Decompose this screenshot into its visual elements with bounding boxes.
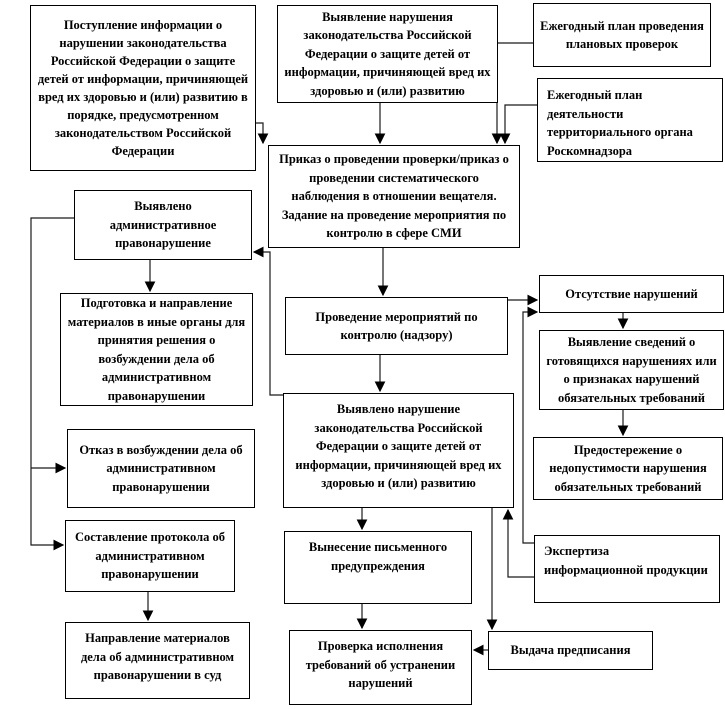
node-order: Приказ о проведении проверки/приказ о пр… bbox=[268, 145, 520, 248]
edge-incoming-info-to-order-arrow bbox=[255, 122, 269, 145]
node-no-violations: Отсутствие нарушений bbox=[539, 275, 724, 313]
node-control-activities: Проведение мероприятий по контролю (надз… bbox=[285, 297, 508, 355]
node-compliance-check: Проверка исполнения требований об устран… bbox=[289, 630, 472, 705]
edge-violation-found-to-admin-offense-arrow bbox=[252, 246, 283, 396]
edge-admin-offense-to-protocol-arrow bbox=[30, 217, 74, 551]
node-materials-to-other-bodies: Подготовка и направление материалов в ин… bbox=[60, 293, 253, 406]
node-incoming-info: Поступление информации о нарушении закон… bbox=[30, 5, 256, 171]
edge-activity-plan-to-order-arrow bbox=[499, 104, 537, 145]
node-violation-detection: Выявление нарушения законодательства Рос… bbox=[277, 5, 498, 103]
edge-expertise-to-violation-found-arrow bbox=[502, 508, 534, 578]
node-refusal-to-initiate: Отказ в возбуждении дела об администрати… bbox=[67, 429, 255, 508]
node-violation-found: Выявлено нарушение законодательства Росс… bbox=[283, 393, 514, 508]
node-impending-violations: Выявление сведений о готовящихся нарушен… bbox=[539, 330, 724, 410]
node-admin-offense-found: Выявлено административное правонарушение bbox=[74, 190, 252, 260]
node-protocol-drawing: Составление протокола об административно… bbox=[65, 520, 235, 592]
node-warning-caution: Предостережение о недопустимости нарушен… bbox=[533, 437, 723, 500]
node-annual-activity-plan: Ежегодный план деятельности территориаль… bbox=[537, 78, 723, 162]
node-materials-to-court: Направление материалов дела об администр… bbox=[65, 622, 250, 699]
node-written-warning: Вынесение письменного предупреждения bbox=[284, 531, 472, 604]
edge-inspection-plan-to-order-arrow bbox=[491, 42, 533, 145]
node-expertise: Экспертиза информационной продукции bbox=[534, 535, 720, 603]
edge-expertise-to-no-violations-arrow bbox=[522, 306, 539, 544]
node-prescription-issue: Выдача предписания bbox=[488, 631, 653, 670]
node-annual-inspection-plan: Ежегодный план проведения плановых прове… bbox=[533, 3, 711, 67]
